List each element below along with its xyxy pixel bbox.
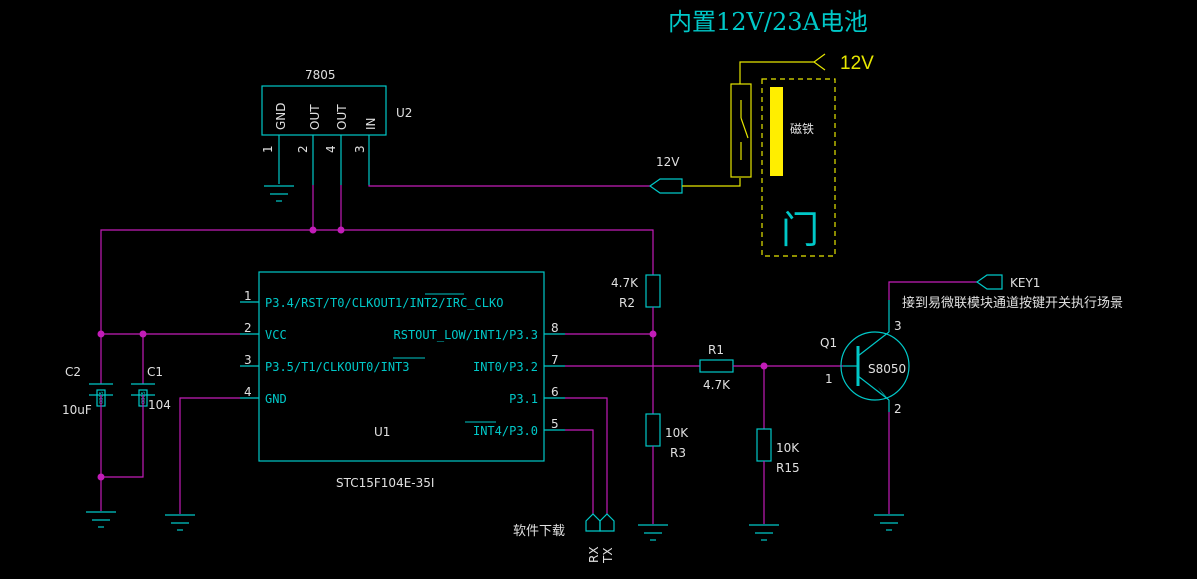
u1-pin4-num: 4 [244,385,252,399]
port-12v: 12V [648,155,683,194]
ground-c [86,511,116,528]
r2-value: 4.7K [611,276,639,290]
u1-pin4-label: GND [265,392,287,406]
magnet-label: 磁铁 [790,121,814,136]
q1-pin-c: 3 [894,319,902,333]
supply-12v-label: 12V [840,53,874,74]
u2-pin3-label: IN [364,117,378,130]
ground-r15 [749,524,779,541]
c1-ref: C1 [147,365,163,379]
capacitor-c1: 0805 C1 104 [101,334,171,478]
schematic-title: 内置12V/23A电池 [668,8,868,36]
u2-pin4-label: OUT [335,104,349,130]
u1-part: STC15F104E-35I [336,476,434,490]
q1-ref: Q1 [820,336,837,350]
q1-part: S8050 [868,362,906,376]
u1-pin8-num: 8 [551,321,559,335]
u1-pin2-num: 2 [244,321,252,335]
u2-pin2-label: OUT [308,104,322,130]
capacitor-c2: 0805 C2 10uF [62,334,113,511]
ground-q1 [874,514,904,531]
r1-ref: R1 [708,343,724,357]
r15-value: 10K [776,441,800,455]
u1-pin2-label: VCC [265,328,287,342]
u1-pin5-num: 5 [551,417,559,431]
u2-pin2-num: 2 [296,145,310,153]
port-12v-label: 12V [656,155,680,169]
u2-body [261,85,387,136]
u1-pin1-num: 1 [244,289,252,303]
u1-pin3-label: P3.5/T1/CLKOUT0/INT3 [265,360,410,374]
u1-pin6-label: P3.1 [509,392,538,406]
reed-switch [730,83,752,178]
magnet-bar [770,87,783,176]
ground-r3 [638,524,668,541]
u2-pin4-num: 4 [324,145,338,153]
resistor-r2: 4.7K R2 [611,274,661,310]
c2-body-text: 0805 [99,391,105,404]
c1-value: 104 [148,398,171,412]
resistor-r1: R1 4.7K [699,343,734,392]
download-port: RX TX 软件下载 [513,513,615,564]
transistor-q1: S8050 Q1 1 3 2 [820,300,910,416]
c1-body-text: 0805 [141,391,147,404]
regulator-u2: 7805 U2 GND OUT OUT IN 1 2 4 3 [261,68,412,202]
u1-pin5-label: INT4/P3.0 [473,424,538,438]
download-rx: RX [587,546,601,563]
key1-label: KEY1 [1010,276,1040,290]
r15-ref: R15 [776,461,800,475]
resistor-r15: 10K R15 [756,428,800,475]
u1-pin8-label: RSTOUT_LOW/INT1/P3.3 [394,328,539,342]
r1-value: 4.7K [703,378,731,392]
u2-pin1-num: 1 [261,145,275,153]
c2-ref: C2 [65,365,81,379]
u2-pin3-num: 3 [353,145,367,153]
r2-ref: R2 [619,296,635,310]
resistor-r3: 10K R3 [645,413,689,460]
key1-note: 接到易微联模块通道按键开关执行场景 [902,295,1123,311]
c2-value: 10uF [62,403,92,417]
ground-mcu [165,514,195,531]
mcu-u1: 1 2 3 4 8 7 6 5 P3.4/RST/T0/CLKOUT1/INT2… [240,271,565,490]
q1-pin-e: 2 [894,402,902,416]
u2-part-name: 7805 [305,68,336,82]
u1-pin7-num: 7 [551,353,559,367]
u1-pin7-label: INT0/P3.2 [473,360,538,374]
u2-ref: U2 [396,106,412,120]
u1-pin3-num: 3 [244,353,252,367]
port-key1: KEY1 接到易微联模块通道按键开关执行场景 [902,274,1123,311]
r3-value: 10K [665,426,689,440]
q1-pin-b: 1 [825,372,833,386]
door-label: 门 [781,208,819,252]
r3-ref: R3 [670,446,686,460]
u1-pin1-label: P3.4/RST/T0/CLKOUT1/INT2/IRC_CLKO [265,296,503,310]
u1-pin6-num: 6 [551,385,559,399]
download-tx: TX [601,547,615,564]
download-label: 软件下载 [513,524,565,539]
u1-ref: U1 [374,425,390,439]
u2-pin1-label: GND [274,102,288,130]
door-box: 磁铁 门 [761,78,836,257]
